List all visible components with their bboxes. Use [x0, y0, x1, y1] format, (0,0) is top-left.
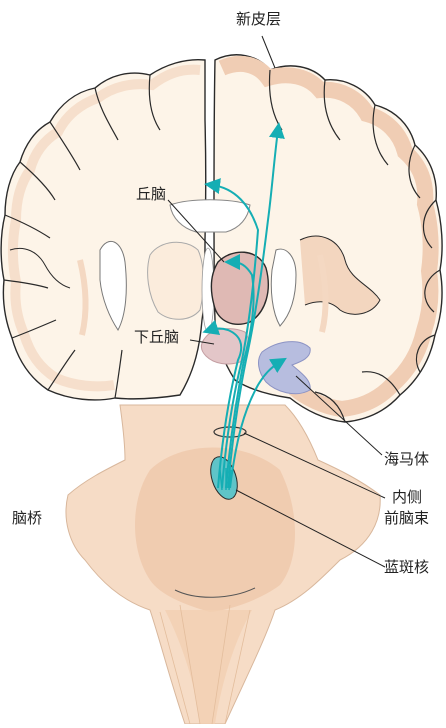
left-thalamus	[148, 242, 204, 319]
label-mfb-line1: 内侧	[392, 488, 422, 506]
brainstem	[66, 405, 380, 724]
label-pons: 脑桥	[12, 509, 42, 527]
right-hemisphere	[214, 55, 442, 422]
label-neocortex: 新皮层	[236, 10, 281, 28]
label-hippocampus: 海马体	[384, 450, 429, 468]
label-mfb-line2: 前脑束	[384, 509, 429, 527]
label-hypothalamus: 下丘脑	[134, 328, 179, 346]
left-hemisphere	[1, 60, 206, 400]
label-locus-coeruleus: 蓝斑核	[384, 558, 429, 576]
label-thalamus: 丘脑	[136, 185, 166, 203]
